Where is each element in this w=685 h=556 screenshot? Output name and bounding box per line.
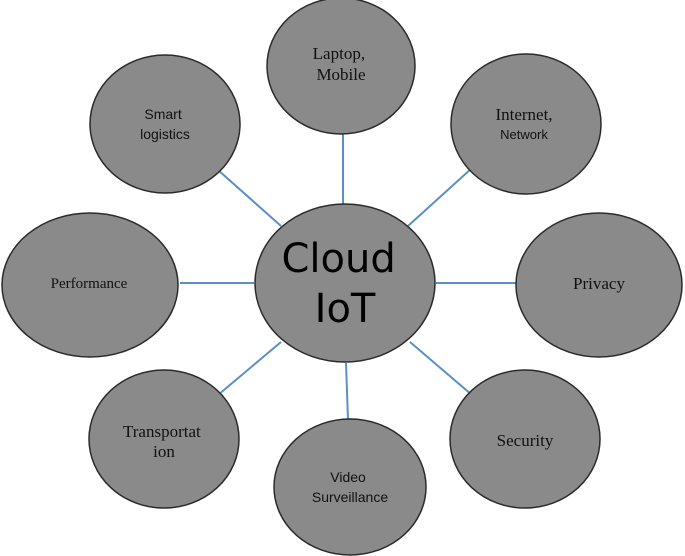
node-smart-logistics: Smart logistics <box>89 54 241 194</box>
node-transport-line2: ion <box>153 442 175 461</box>
connector-internet <box>407 167 473 227</box>
node-transportation: Transportat ion <box>88 369 240 509</box>
center-circle <box>254 203 436 363</box>
node-performance-circle <box>1 212 179 358</box>
node-transport-line1: Transportat <box>123 422 201 441</box>
node-security-label: Security <box>497 431 554 450</box>
center-node: Cloud IoT <box>254 203 436 363</box>
node-laptop-line1: Laptop, <box>313 44 365 63</box>
node-video-line2: Surveillance <box>312 489 388 505</box>
connector-logistics <box>217 169 282 227</box>
node-security-circle <box>449 369 601 509</box>
node-internet-network: Internet, Network <box>450 53 602 195</box>
node-video-label: Video Surveillance <box>312 469 388 505</box>
center-line2: IoT <box>315 286 376 332</box>
node-security: Security <box>449 369 601 509</box>
node-internet-line2: Network <box>500 127 548 142</box>
node-internet-circle <box>450 53 602 195</box>
node-internet-label: Internet, Network <box>495 105 556 142</box>
node-laptop-line2: Mobile <box>316 65 365 84</box>
node-privacy: Privacy <box>515 212 683 358</box>
node-privacy-label: Privacy <box>573 274 625 293</box>
node-privacy-circle <box>515 212 683 358</box>
node-logistics-label: Smart logistics <box>140 106 190 142</box>
connector-video <box>345 362 349 421</box>
node-performance-label: Performance <box>51 276 128 292</box>
center-label: Cloud IoT <box>282 236 409 332</box>
node-laptop-label: Laptop, Mobile <box>313 44 370 84</box>
node-transport-circle <box>88 369 240 509</box>
node-performance: Performance <box>1 212 179 358</box>
node-video-surveillance: Video Surveillance <box>273 418 427 556</box>
connector-transport <box>217 341 282 396</box>
node-internet-line1: Internet, <box>495 105 552 124</box>
node-laptop-mobile: Laptop, Mobile <box>266 0 416 135</box>
center-line1: Cloud <box>282 236 396 282</box>
node-video-circle <box>273 418 427 556</box>
node-logistics-line2: logistics <box>140 126 190 142</box>
node-logistics-circle <box>89 54 241 194</box>
node-transport-label: Transportat ion <box>123 422 205 461</box>
node-video-line1: Video <box>330 469 366 485</box>
connectors <box>180 133 518 421</box>
node-logistics-line1: Smart <box>144 106 181 122</box>
node-laptop-circle <box>266 0 416 135</box>
connector-security <box>409 341 473 396</box>
